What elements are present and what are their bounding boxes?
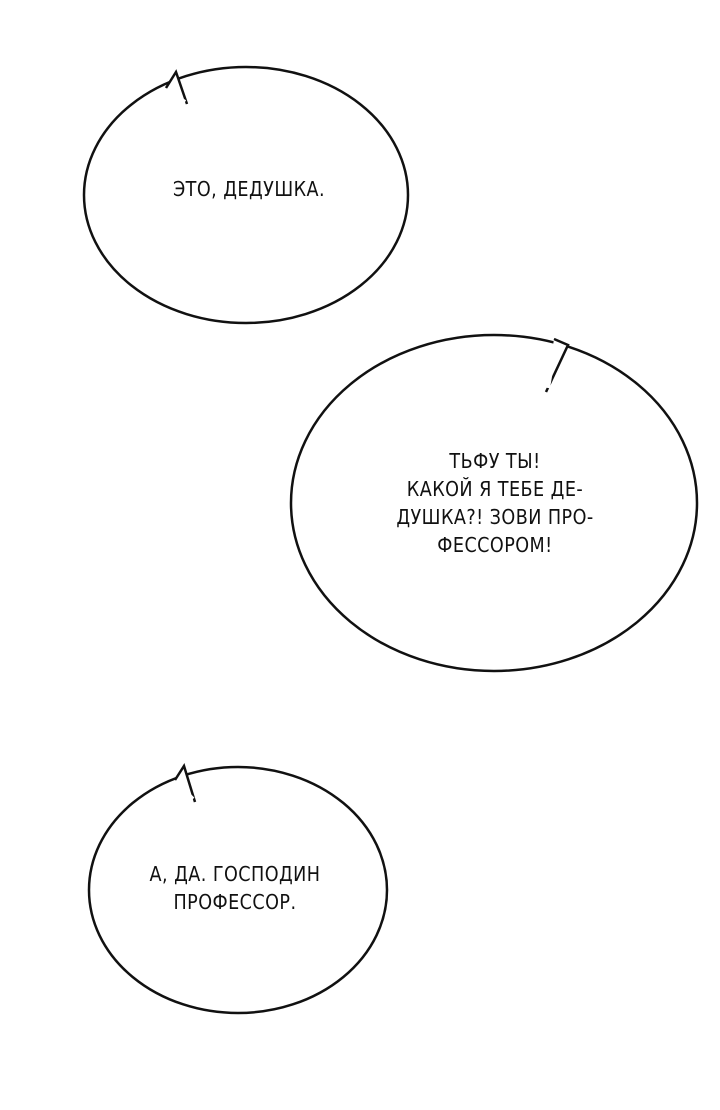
speech-bubble-1: [82, 65, 410, 325]
speech-bubble-2-line-4: ФЕССОРОМ!: [437, 533, 553, 557]
speech-bubble-2-line-1: ТЬФУ ТЫ!: [449, 449, 541, 473]
speech-bubble-1-text: ЭТО, ДЕДУШКА.: [148, 175, 350, 203]
speech-bubble-1-outline: [82, 65, 410, 325]
speech-bubble-2-line-2: КАКОЙ Я ТЕБЕ ДЕ-: [406, 477, 584, 501]
speech-bubble-3-text: А, ДА. ГОСПОДИН ПРОФЕССОР.: [134, 860, 336, 916]
speech-bubble-3-tail: [173, 763, 197, 803]
speech-bubble-2: [289, 333, 699, 673]
speech-bubble-3-line-1: А, ДА. ГОСПОДИН: [149, 862, 321, 886]
speech-bubble-2-line-3: ДУШКА?! ЗОВИ ПРО-: [396, 505, 594, 529]
speech-bubble-3: [87, 763, 389, 1015]
speech-bubble-3-outline: [87, 765, 389, 1015]
speech-bubble-1-line-1: ЭТО, ДЕДУШКА.: [172, 177, 326, 201]
speech-bubble-1-tail: [164, 69, 189, 105]
speech-bubble-2-outline: [289, 333, 699, 673]
speech-bubble-3-line-2: ПРОФЕССОР.: [173, 890, 297, 914]
speech-bubble-2-text: ТЬФУ ТЫ! КАКОЙ Я ТЕБЕ ДЕ- ДУШКА?! ЗОВИ П…: [394, 447, 596, 559]
